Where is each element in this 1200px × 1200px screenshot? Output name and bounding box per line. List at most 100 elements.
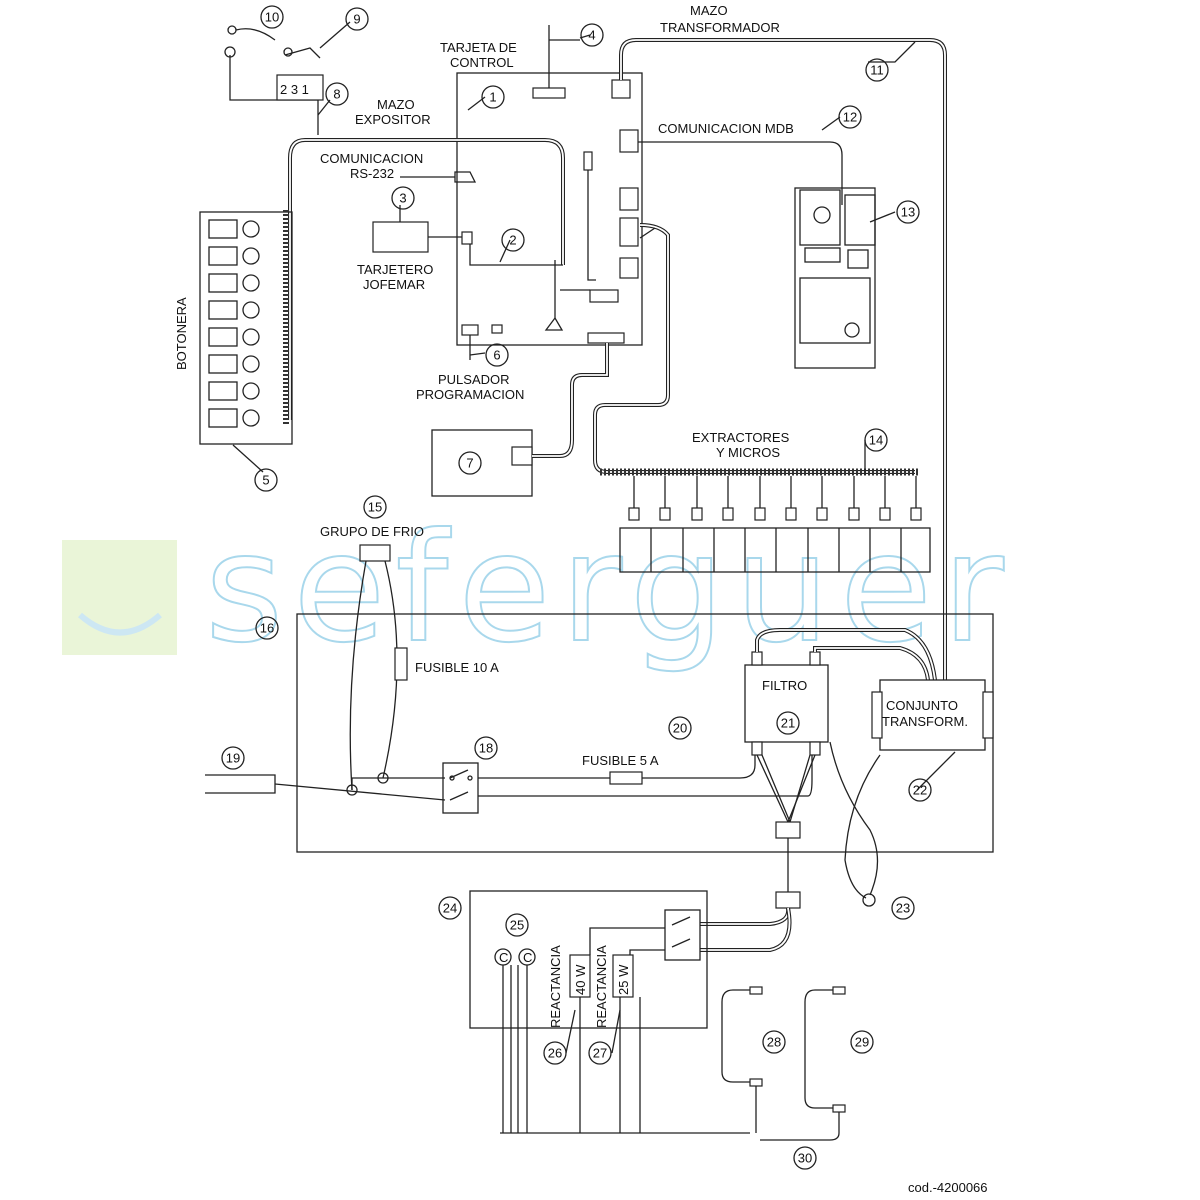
svg-text:12: 12 [843, 110, 857, 125]
label-pulsador-1: PULSADOR [438, 372, 510, 387]
label-fusible-5: FUSIBLE 5 A [582, 753, 659, 768]
svg-text:28: 28 [767, 1035, 781, 1050]
label-tarjetero-2: JOFEMAR [363, 277, 425, 292]
callout-11: 11 [865, 58, 889, 82]
callout-19: 19 [221, 746, 245, 770]
extractor-row [619, 527, 931, 573]
label-tarjetero-1: TARJETERO [357, 262, 433, 277]
svg-text:23: 23 [896, 901, 910, 916]
callout-29: 29 [850, 1030, 874, 1054]
label-tarjeta-1: TARJETA DE [440, 40, 517, 55]
label-extractores-1: EXTRACTORES [692, 430, 790, 445]
callout-25: 25 [505, 913, 529, 937]
label-mazo-expositor-2: EXPOSITOR [355, 112, 431, 127]
callout-1: 1 [481, 85, 505, 109]
label-fusible-10: FUSIBLE 10 A [415, 660, 499, 675]
button-panel-keys [208, 219, 260, 428]
callout-8: 8 [325, 82, 349, 106]
label-rs232-1: COMUNICACION [320, 151, 423, 166]
svg-text:27: 27 [593, 1046, 607, 1061]
label-conjunto-2: TRANSFORM. [882, 714, 968, 729]
callout-2: 2 [501, 228, 525, 252]
label-reactancia-1: REACTANCIA [548, 945, 563, 1028]
callout-20: 20 [668, 716, 692, 740]
label-tarjeta-2: CONTROL [450, 55, 514, 70]
callout-23: 23 [891, 896, 915, 920]
label-mazo-expositor-1: MAZO [377, 97, 415, 112]
label-comunicacion-mdb: COMUNICACION MDB [658, 121, 794, 136]
callout-12: 12 [838, 105, 862, 129]
svg-text:5: 5 [262, 473, 269, 488]
svg-text:19: 19 [226, 751, 240, 766]
callout-4: 4 [580, 23, 604, 47]
svg-text:29: 29 [855, 1035, 869, 1050]
callout-16: 16 [255, 616, 279, 640]
svg-text:26: 26 [548, 1046, 562, 1061]
svg-text:8: 8 [333, 87, 340, 102]
label-rs232-2: RS-232 [350, 166, 394, 181]
callout-30: 30 [793, 1146, 817, 1170]
svg-text:14: 14 [869, 433, 883, 448]
callout-18: 18 [474, 736, 498, 760]
svg-text:20: 20 [673, 721, 687, 736]
callout-24: 24 [438, 896, 462, 920]
callout-14: 14 [864, 428, 888, 452]
callout-27: 27 [588, 1041, 612, 1065]
filter-box [744, 664, 829, 743]
diagram-code: cod.-4200066 [908, 1180, 988, 1195]
svg-text:24: 24 [443, 901, 457, 916]
callout-13: 13 [896, 200, 920, 224]
svg-text:30: 30 [798, 1151, 812, 1166]
label-40w: 40 W [573, 964, 588, 995]
svg-text:1: 1 [489, 90, 496, 105]
svg-text:9: 9 [353, 12, 360, 27]
label-grupo-frio: GRUPO DE FRIO [320, 524, 424, 539]
button-panel [199, 211, 293, 445]
svg-text:15: 15 [368, 500, 382, 515]
control-board [456, 72, 643, 346]
svg-text:10: 10 [265, 10, 279, 25]
svg-text:21: 21 [781, 716, 795, 731]
svg-text:4: 4 [588, 28, 595, 43]
callout-26: 26 [543, 1041, 567, 1065]
label-reactancia-2: REACTANCIA [594, 945, 609, 1028]
svg-text:22: 22 [913, 783, 927, 798]
callouts: 1 2 3 4 5 6 7 8 9 10 11 12 13 14 15 16 1… [221, 5, 932, 1170]
callout-7: 7 [458, 451, 482, 475]
label-pulsador-2: PROGRAMACION [416, 387, 524, 402]
callout-10: 10 [260, 5, 284, 29]
callout-5: 5 [254, 468, 278, 492]
ballast-wires [500, 965, 750, 1134]
coin-mechanism [794, 187, 876, 369]
svg-text:18: 18 [479, 741, 493, 756]
callout-15: 15 [363, 495, 387, 519]
svg-text:25: 25 [510, 918, 524, 933]
svg-text:13: 13 [901, 205, 915, 220]
lighting-box [469, 890, 708, 1029]
label-filtro: FILTRO [762, 678, 807, 693]
switch-pins: 2 3 1 [280, 82, 309, 97]
label-extractores-2: Y MICROS [716, 445, 780, 460]
label-botonera: BOTONERA [174, 297, 189, 370]
svg-text:6: 6 [493, 348, 500, 363]
callout-22: 22 [908, 778, 932, 802]
svg-text:2: 2 [509, 233, 516, 248]
label-c-2: C [523, 950, 532, 965]
label-mazo-transformador-2: TRANSFORMADOR [660, 20, 780, 35]
svg-text:11: 11 [870, 63, 884, 78]
callout-9: 9 [345, 7, 369, 31]
svg-text:7: 7 [466, 456, 473, 471]
callout-28: 28 [762, 1030, 786, 1054]
label-conjunto-1: CONJUNTO [886, 698, 958, 713]
label-25w: 25 W [616, 964, 631, 995]
svg-text:3: 3 [399, 191, 406, 206]
callout-3: 3 [391, 186, 415, 210]
extractor-connectors [628, 476, 922, 572]
label-c-1: C [499, 950, 508, 965]
callout-21: 21 [776, 711, 800, 735]
svg-text:16: 16 [260, 621, 274, 636]
labels: MAZO TRANSFORMADOR TARJETA DE CONTROL MA… [174, 3, 988, 1195]
label-mazo-transformador-1: MAZO [690, 3, 728, 18]
callout-6: 6 [485, 343, 509, 367]
